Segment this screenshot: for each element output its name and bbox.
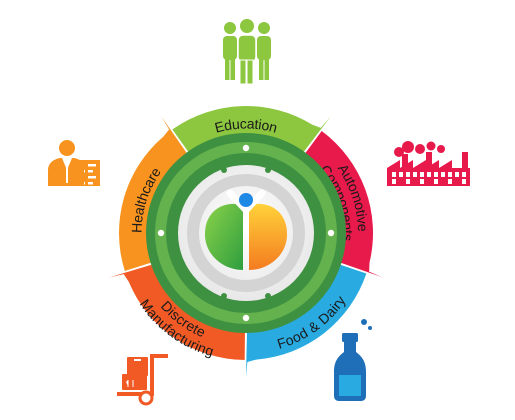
brand-logo-icon bbox=[204, 189, 288, 270]
people-group-icon bbox=[223, 19, 271, 85]
doctor-icon bbox=[48, 140, 100, 186]
factory-icon bbox=[387, 141, 470, 186]
ring-dot-top bbox=[242, 144, 250, 152]
segment-education bbox=[172, 106, 331, 154]
segment-ring bbox=[109, 106, 383, 377]
segment-label-education: Education bbox=[213, 115, 279, 135]
segment-food bbox=[246, 264, 367, 377]
segment-automotive bbox=[304, 131, 383, 278]
hub-dot-left bbox=[221, 167, 227, 173]
ring-dot-left bbox=[157, 229, 165, 237]
hub-grey-ring bbox=[187, 174, 305, 292]
segment-healthcare bbox=[118, 116, 189, 271]
hub-dot-bottom-right bbox=[265, 293, 271, 299]
hand-truck-icon bbox=[117, 354, 168, 406]
ring-dot-right bbox=[327, 229, 335, 237]
hub-dot-right bbox=[265, 167, 271, 173]
milk-bottle-icon bbox=[334, 319, 372, 401]
hub-dot-bottom-left bbox=[221, 293, 227, 299]
segment-discrete bbox=[109, 263, 245, 360]
ring-dot-bottom bbox=[242, 314, 250, 322]
